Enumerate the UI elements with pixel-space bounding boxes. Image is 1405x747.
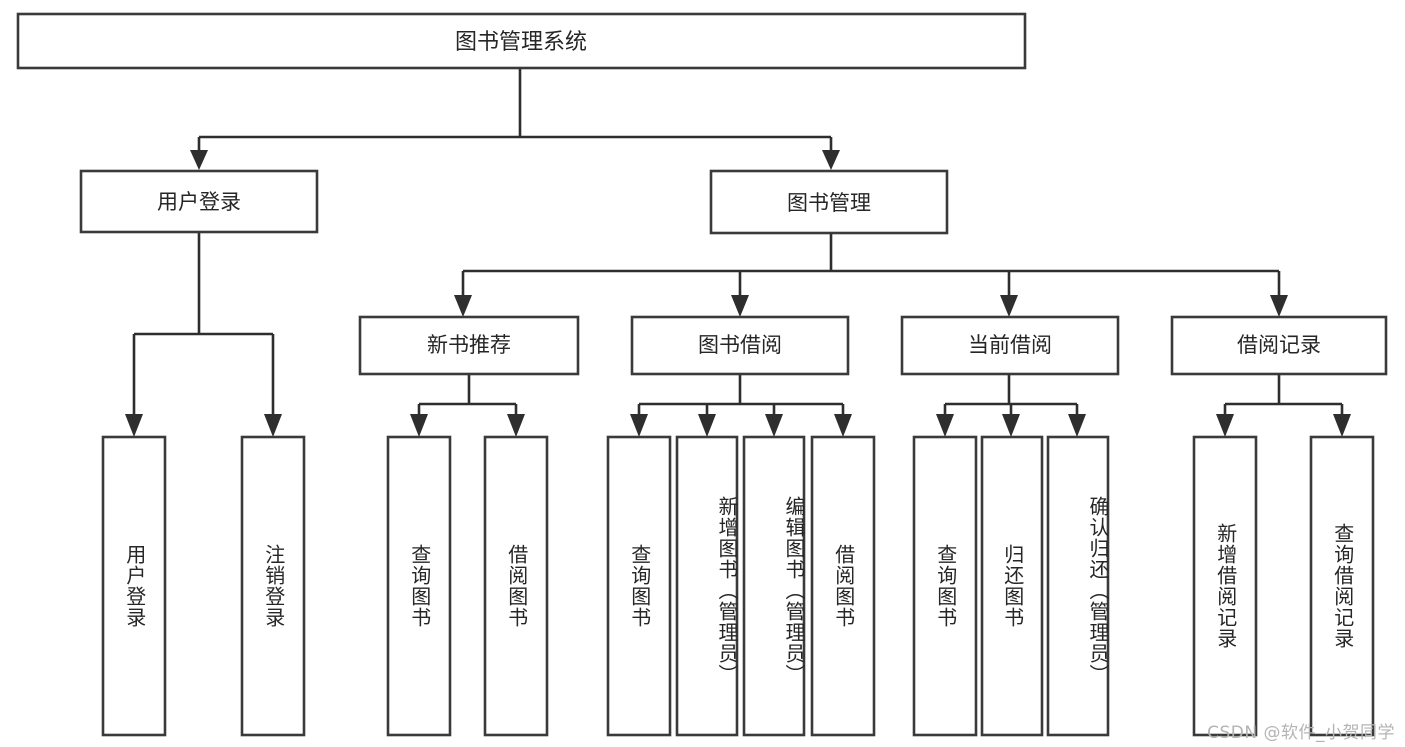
leaf-box-user-login[interactable] (101, 435, 167, 737)
node-borrow-record-label: 借阅记录 (1237, 333, 1321, 357)
leaf-box-borrow-book-1[interactable] (483, 435, 549, 737)
connector-book-management-to-level2 (454, 233, 1288, 317)
arrow-head-leaf-add-book (698, 414, 716, 437)
arrow-head-leaf-return-book (1002, 414, 1020, 437)
arrow-head-new-book-recommend (454, 295, 472, 317)
node-book-management-label: 图书管理 (787, 191, 871, 215)
node-new-book-recommend-label: 新书推荐 (427, 333, 511, 357)
node-user-login-label: 用户登录 (157, 190, 241, 214)
node-user-login[interactable]: 用户登录 (79, 169, 319, 234)
node-system-title[interactable]: 图书管理系统 (16, 12, 1027, 70)
node-book-borrow-box[interactable] (630, 315, 850, 376)
arrow-head-leaf-logout-login (264, 414, 282, 437)
node-book-borrow-label: 图书借阅 (698, 333, 782, 357)
node-user-login-box[interactable] (79, 169, 319, 234)
leaf-box-query-book-3[interactable] (912, 435, 978, 737)
arrow-head-current-borrow (1000, 295, 1018, 317)
connector-root-to-level1 (190, 68, 840, 170)
leaf-box-add-borrow-record[interactable] (1192, 435, 1258, 737)
arrow-head-user-login (190, 150, 208, 170)
arrow-head-book-management (822, 150, 840, 170)
arrow-head-leaf-query-book-3 (936, 414, 954, 437)
leaf-box-confirm-return[interactable] (1046, 435, 1110, 737)
arrow-head-leaf-edit-book (765, 414, 783, 437)
node-system-title-label: 图书管理系统 (455, 30, 587, 55)
node-book-borrow[interactable]: 图书借阅 (630, 315, 850, 376)
connector-book-borrow-to-leaves (630, 374, 852, 437)
leaf-box-add-book[interactable] (675, 435, 739, 737)
arrow-head-leaf-query-borrow-record (1333, 414, 1351, 437)
leaf-box-query-book-1[interactable] (386, 435, 452, 737)
arrow-head-book-borrow (731, 295, 749, 317)
arrow-head-leaf-add-borrow-record (1216, 414, 1234, 437)
node-book-management[interactable]: 图书管理 (709, 169, 949, 235)
connector-user-login-to-leaves (125, 232, 282, 437)
node-new-book-recommend[interactable]: 新书推荐 (358, 315, 580, 376)
connector-current-borrow-to-leaves (936, 374, 1086, 437)
arrow-head-leaf-query-book-2 (630, 414, 648, 437)
leaf-boxes (101, 435, 1375, 737)
connector-new-book-recommend-to-leaves (410, 374, 525, 437)
node-current-borrow-label: 当前借阅 (968, 333, 1052, 357)
leaf-box-edit-book[interactable] (742, 435, 806, 737)
arrow-head-leaf-query-book-1 (410, 414, 428, 437)
arrow-head-leaf-borrow-book-1 (507, 414, 525, 437)
csdn-watermark: CSDN @软件_小贺同学 (1207, 723, 1395, 743)
leaf-box-logout-login[interactable] (240, 435, 306, 737)
node-borrow-record[interactable]: 借阅记录 (1170, 315, 1388, 376)
connector-borrow-record-to-leaves (1216, 374, 1351, 437)
node-system-title-box[interactable] (16, 12, 1027, 70)
arrow-head-leaf-borrow-book-2 (834, 414, 852, 437)
node-borrow-record-box[interactable] (1170, 315, 1388, 376)
arrow-head-leaf-user-login (125, 414, 143, 437)
node-book-management-box[interactable] (709, 169, 949, 235)
arrow-head-leaf-confirm-return (1068, 414, 1086, 437)
leaf-box-query-borrow-record[interactable] (1309, 435, 1375, 737)
leaf-box-return-book[interactable] (980, 435, 1044, 737)
leaf-box-query-book-2[interactable] (606, 435, 672, 737)
node-new-book-recommend-box[interactable] (358, 315, 580, 376)
leaf-box-borrow-book-2[interactable] (810, 435, 876, 737)
arrow-head-borrow-record (1270, 295, 1288, 317)
node-current-borrow-box[interactable] (900, 315, 1120, 376)
node-current-borrow[interactable]: 当前借阅 (900, 315, 1120, 376)
